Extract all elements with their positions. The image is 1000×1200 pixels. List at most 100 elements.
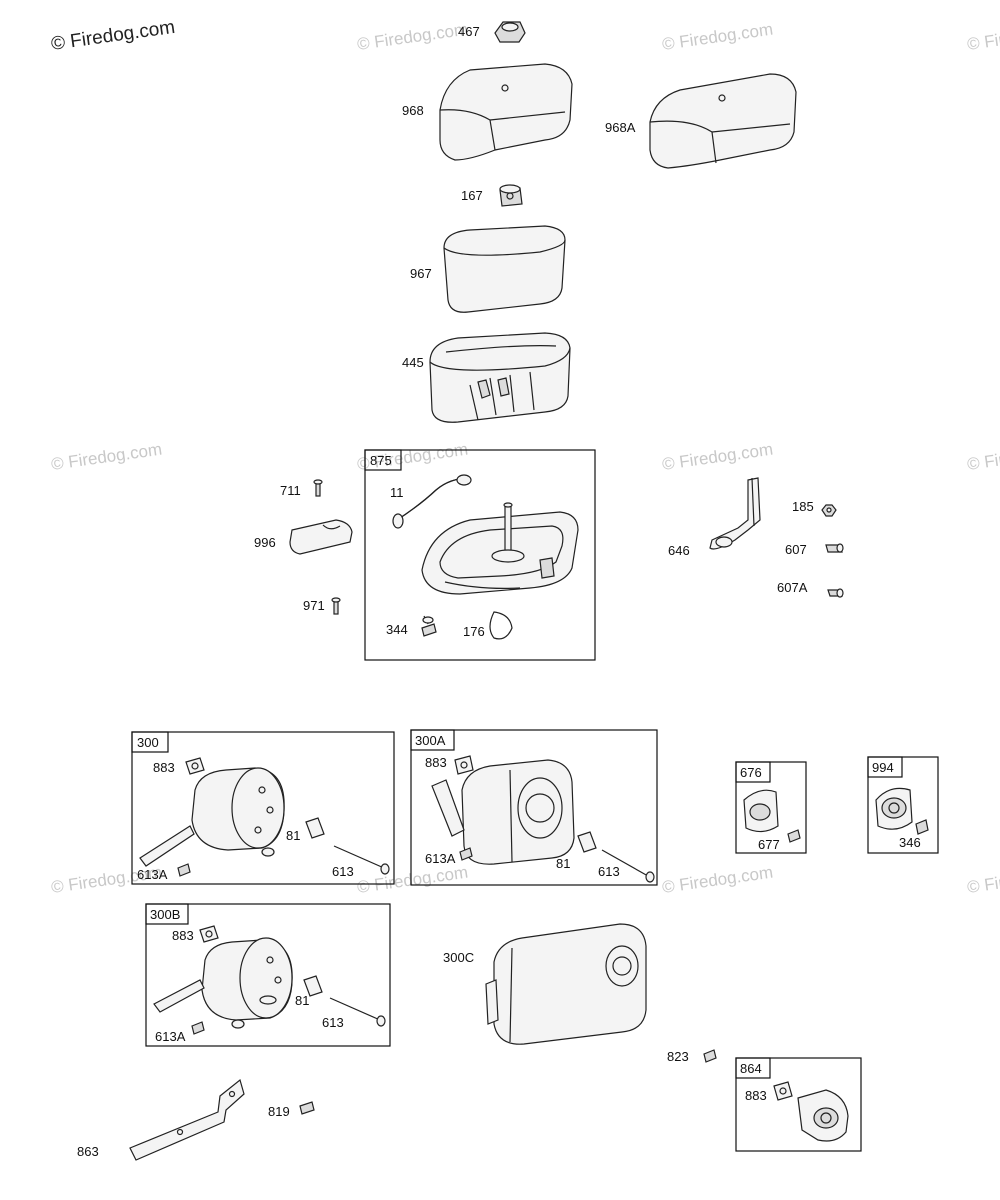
- part-875-base[interactable]: [421, 502, 579, 595]
- watermark: © Firedog.com: [356, 20, 469, 54]
- part-711-screw[interactable]: [313, 479, 323, 497]
- part-864-exhaust-pipe[interactable]: [797, 1089, 849, 1142]
- label-300A-81: 81: [556, 856, 570, 871]
- part-467-knob[interactable]: [494, 21, 526, 43]
- label-996: 996: [254, 535, 276, 550]
- part-300A-81-lockplate[interactable]: [577, 831, 597, 853]
- label-11: 11: [390, 485, 404, 500]
- box-label-994: 994: [872, 760, 894, 775]
- label-968A: 968A: [605, 120, 636, 135]
- label-864-883: 883: [745, 1088, 767, 1103]
- part-607A-screw[interactable]: [827, 588, 844, 598]
- watermark: © Firedog.com: [966, 20, 1000, 54]
- label-176: 176: [463, 624, 485, 639]
- part-607-screw[interactable]: [825, 543, 844, 553]
- part-300B-81-lockplate[interactable]: [303, 975, 323, 997]
- watermark-main: © Firedog.com: [50, 17, 177, 55]
- part-300A-muffler[interactable]: [431, 759, 575, 865]
- label-300-81: 81: [286, 828, 300, 843]
- watermark: © Firedog.com: [661, 440, 774, 474]
- part-300-613A-screw[interactable]: [177, 863, 191, 877]
- label-711: 711: [280, 483, 301, 498]
- box-300B-tag: [145, 903, 189, 925]
- part-300A-613A-screw[interactable]: [459, 847, 473, 861]
- label-607A: 607A: [777, 580, 808, 595]
- box-label-300B: 300B: [150, 907, 180, 922]
- box-994-tag: [867, 756, 903, 778]
- label-971: 971: [303, 598, 325, 613]
- part-968A-cover[interactable]: [649, 73, 797, 169]
- label-823: 823: [667, 1049, 689, 1064]
- part-996-bracket[interactable]: [289, 519, 353, 555]
- part-823-screw[interactable]: [703, 1049, 717, 1063]
- label-344: 344: [386, 622, 408, 637]
- part-176-gasket[interactable]: [489, 611, 513, 640]
- box-864-tag: [735, 1057, 771, 1079]
- box-label-676: 676: [740, 765, 762, 780]
- label-968: 968: [402, 103, 424, 118]
- part-863-bracket[interactable]: [129, 1078, 245, 1161]
- watermark: © Firedog.com: [966, 440, 1000, 474]
- label-300A-613: 613: [598, 864, 620, 879]
- part-994-spark-arrester[interactable]: [875, 787, 929, 835]
- label-300C: 300C: [443, 950, 474, 965]
- box-994: [867, 756, 939, 854]
- box-label-864: 864: [740, 1061, 762, 1076]
- part-819-screw[interactable]: [299, 1101, 315, 1115]
- part-300B-muffler[interactable]: [153, 937, 293, 1029]
- label-300A-883: 883: [425, 755, 447, 770]
- label-819: 819: [268, 1104, 290, 1119]
- label-646: 646: [668, 543, 690, 558]
- label-607: 607: [785, 542, 807, 557]
- label-445: 445: [402, 355, 424, 370]
- part-300A-883-gasket[interactable]: [454, 755, 474, 775]
- part-300B-613-bolt[interactable]: [329, 997, 386, 1027]
- part-300-613-bolt[interactable]: [333, 845, 390, 875]
- part-971-screw[interactable]: [331, 597, 341, 615]
- part-967-prefilter[interactable]: [443, 225, 566, 313]
- part-300B-883-gasket[interactable]: [199, 925, 219, 943]
- label-300-883: 883: [153, 760, 175, 775]
- part-11-breather-tube[interactable]: [392, 474, 472, 529]
- box-864: [735, 1057, 862, 1152]
- label-300A-613A: 613A: [425, 851, 456, 866]
- label-167: 167: [461, 188, 483, 203]
- box-300A: [410, 729, 658, 886]
- label-300B-613: 613: [322, 1015, 344, 1030]
- part-300A-613-bolt[interactable]: [601, 849, 655, 883]
- box-300A-tag: [410, 729, 455, 751]
- box-676: [735, 761, 807, 854]
- label-300B-613A: 613A: [155, 1029, 186, 1044]
- label-863: 863: [77, 1144, 99, 1159]
- watermark: © Firedog.com: [661, 20, 774, 54]
- watermark: © Firedog.com: [661, 863, 774, 897]
- label-346: 346: [899, 835, 921, 850]
- part-864-883-gasket[interactable]: [773, 1081, 793, 1101]
- label-300-613: 613: [332, 864, 354, 879]
- part-300C-muffler[interactable]: [485, 923, 647, 1045]
- box-300: [131, 731, 395, 885]
- label-300-613A: 613A: [137, 867, 168, 882]
- part-646-bracket[interactable]: [709, 477, 761, 550]
- part-676-deflector[interactable]: [743, 789, 801, 843]
- watermark: © Firedog.com: [50, 440, 163, 474]
- part-167-nut[interactable]: [499, 184, 523, 207]
- box-300-tag: [131, 731, 169, 753]
- part-445-filter[interactable]: [429, 332, 571, 423]
- part-300-81-lockplate[interactable]: [305, 817, 325, 839]
- box-875-tag: [364, 449, 402, 471]
- part-968-cover[interactable]: [439, 63, 573, 161]
- watermark: © Firedog.com: [966, 863, 1000, 897]
- part-344-screw[interactable]: [421, 615, 437, 637]
- box-676-tag: [735, 761, 771, 783]
- box-label-300: 300: [137, 735, 159, 750]
- part-300-muffler[interactable]: [139, 767, 285, 867]
- part-185-nut[interactable]: [821, 504, 837, 517]
- part-300B-613A-screw[interactable]: [191, 1021, 205, 1035]
- label-185: 185: [792, 499, 814, 514]
- box-label-300A: 300A: [415, 733, 446, 748]
- label-967: 967: [410, 266, 432, 281]
- box-300B: [145, 903, 391, 1047]
- part-300-883-gasket[interactable]: [185, 757, 205, 775]
- watermark: © Firedog.com: [356, 863, 469, 897]
